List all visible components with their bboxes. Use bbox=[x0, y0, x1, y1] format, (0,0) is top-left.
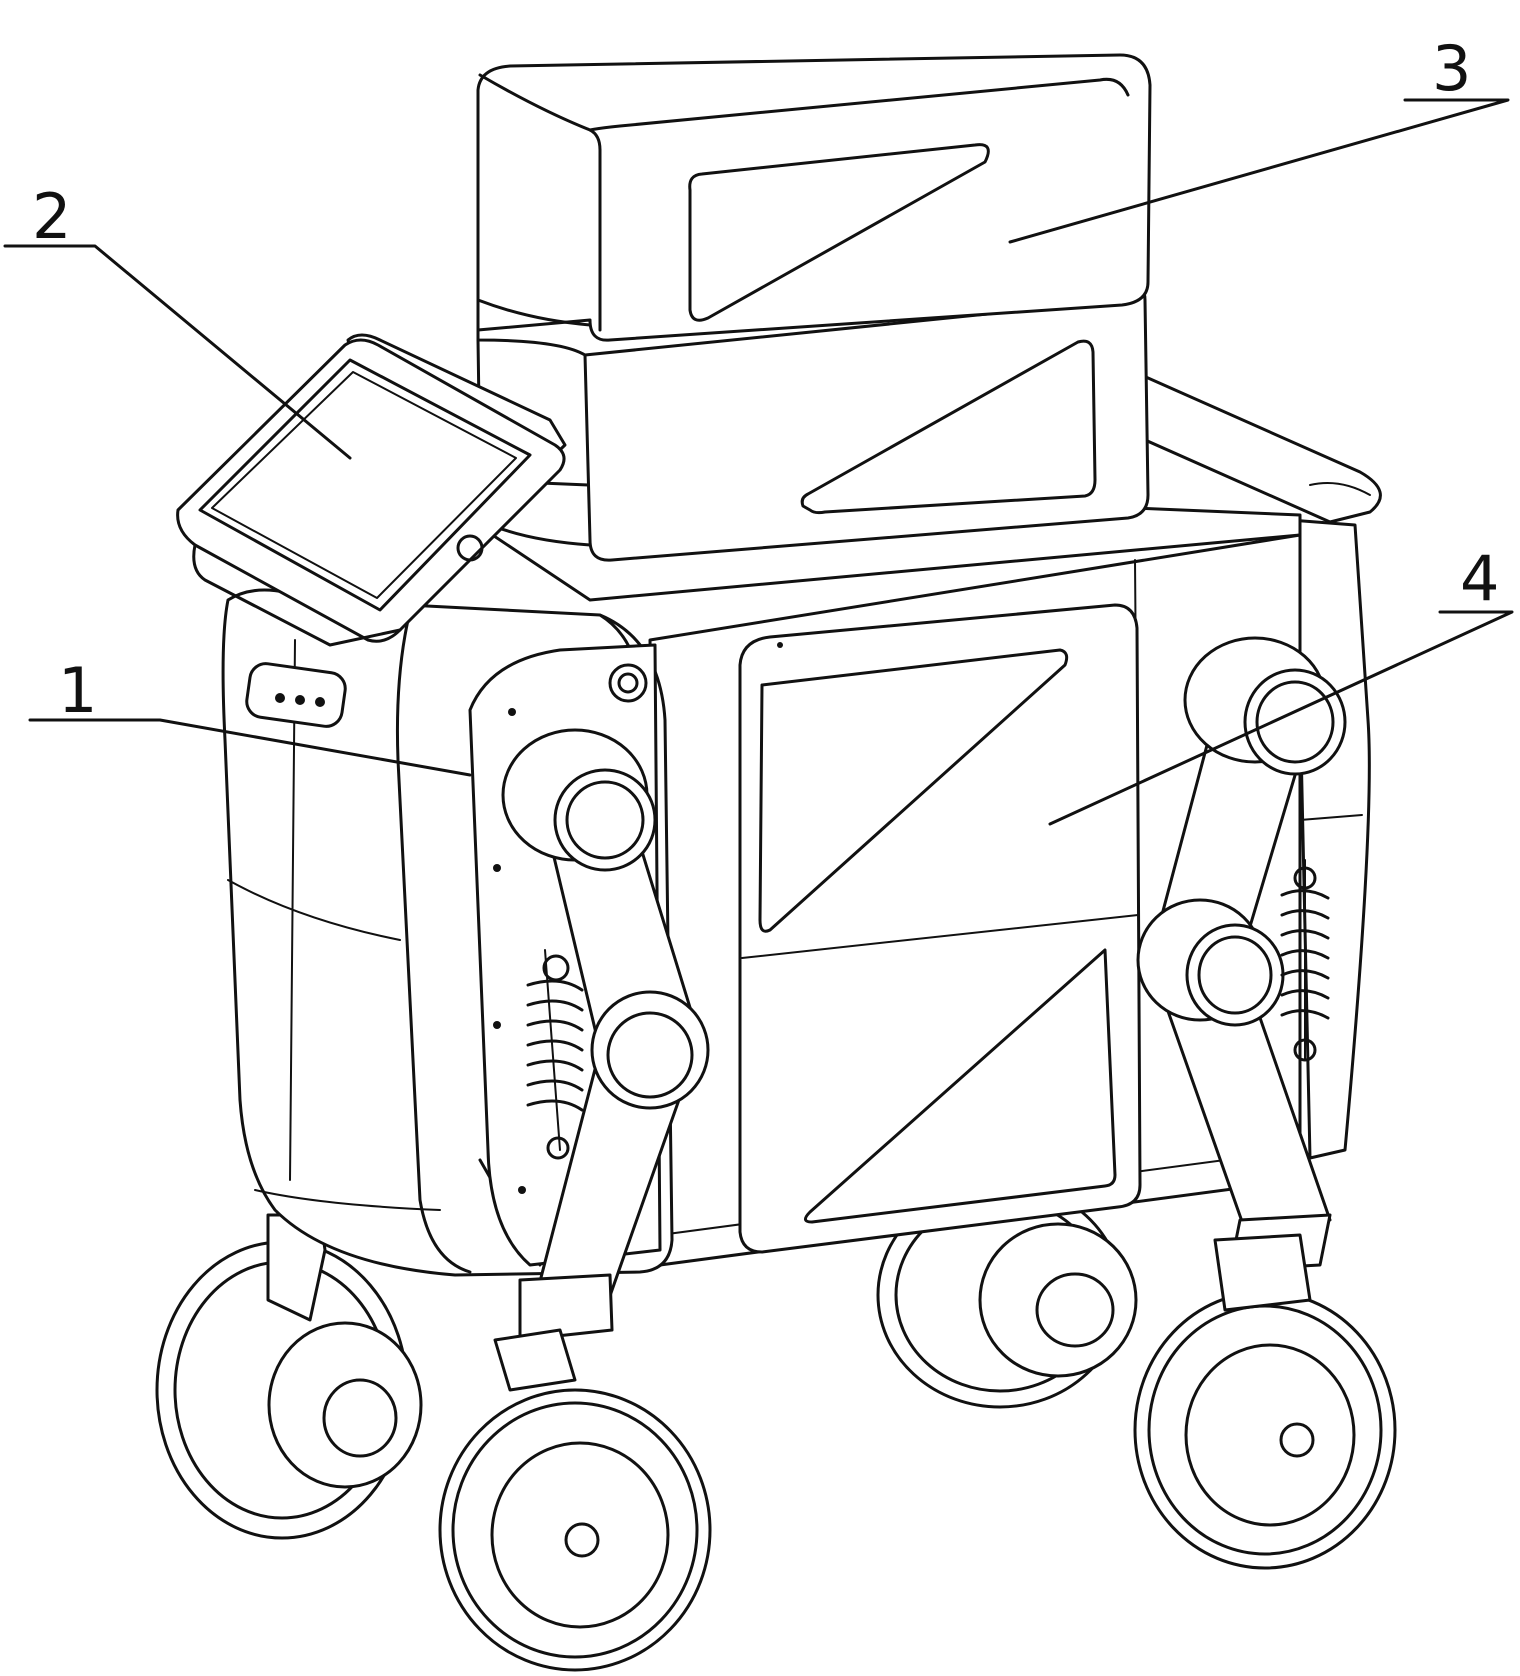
storage-box-upper bbox=[478, 55, 1150, 340]
callout-3: 3 bbox=[1432, 32, 1471, 105]
callout-2: 2 bbox=[32, 180, 71, 253]
front-left-wheel bbox=[440, 1390, 710, 1670]
front-door-panel bbox=[740, 605, 1140, 1252]
callout-1: 1 bbox=[58, 654, 97, 727]
callout-4: 4 bbox=[1460, 542, 1499, 615]
front-right-wheel bbox=[1135, 1235, 1395, 1568]
right-rear-housing bbox=[1290, 520, 1369, 1158]
